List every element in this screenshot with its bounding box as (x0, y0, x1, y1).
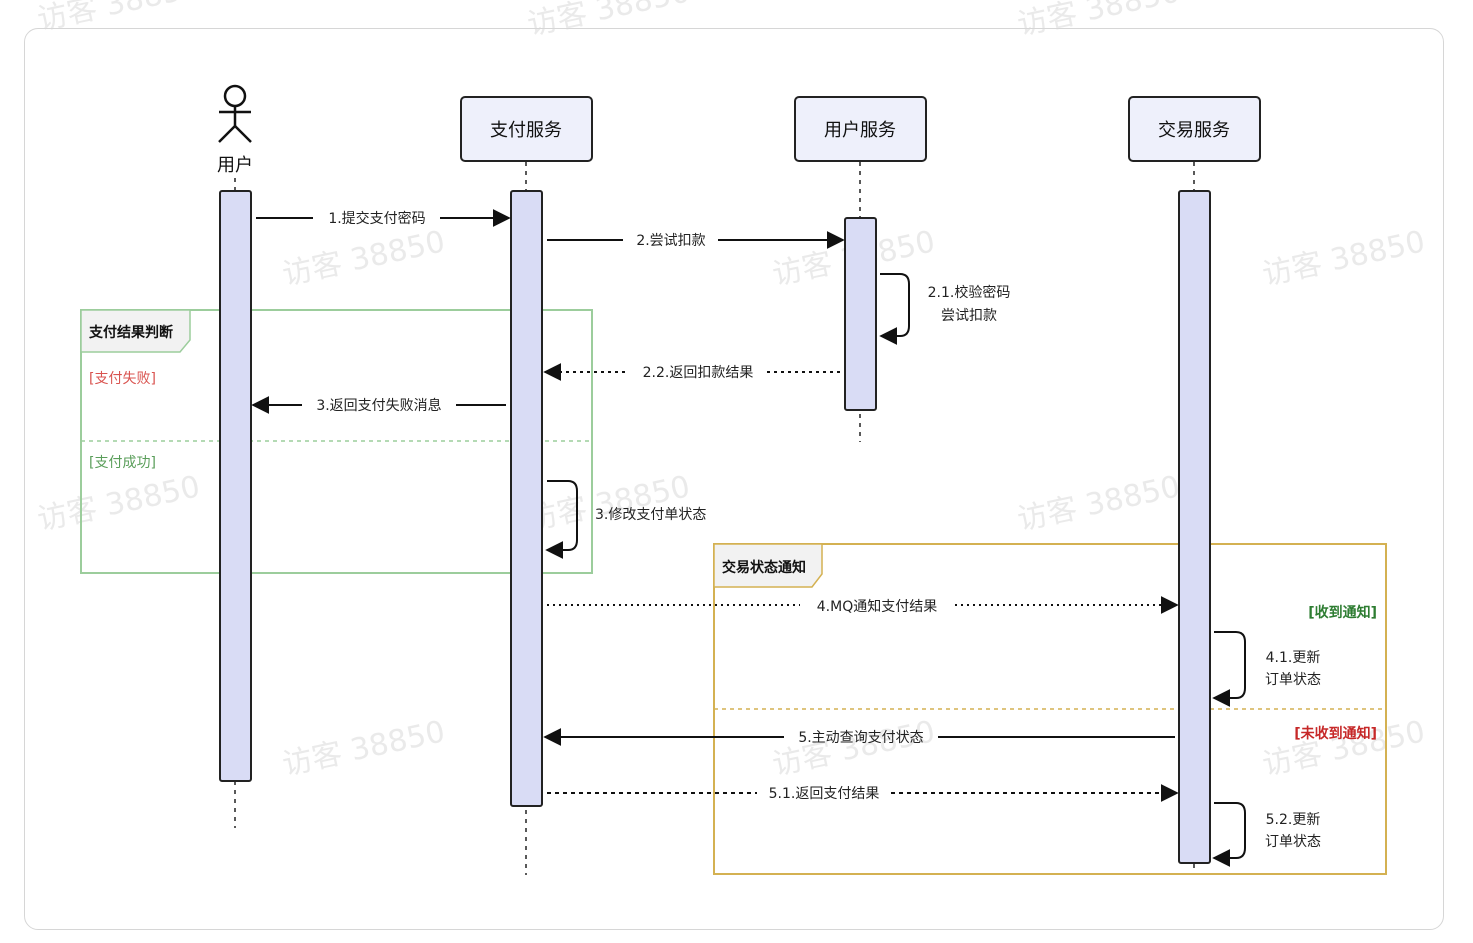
activation-pay (510, 190, 543, 807)
label-m41b: 订单状态 (1265, 672, 1321, 688)
condition-not-received: [未收到通知] (1294, 725, 1377, 742)
participant-trade-label: 交易服务 (1158, 120, 1230, 141)
actor-user (218, 84, 252, 143)
watermark: 访客 38850 (524, 469, 693, 538)
frame-title-trade-notify: 交易状态通知 (722, 559, 806, 576)
participant-trade: 交易服务 (1128, 96, 1261, 162)
label-m21b: 尝试扣款 (941, 308, 997, 324)
activations (219, 190, 1211, 864)
condition-received: [收到通知] (1308, 604, 1377, 621)
frame-pay-result: 支付结果判断 [支付失败] [支付成功] (80, 309, 593, 574)
arrow-m41-self (1212, 631, 1246, 707)
watermark: 访客 38850 (279, 224, 448, 293)
label-m22: 2.2.返回扣款结果 (643, 365, 754, 381)
arrow-m3-self (545, 480, 578, 559)
participant-pay-label: 支付服务 (490, 120, 562, 141)
watermark: 访客 38850 (769, 714, 938, 783)
message-labels: 1.提交支付密码 2.尝试扣款 2.1.校验密码 尝试扣款 2.2.返回扣款结果… (316, 210, 1321, 850)
participant-pay: 支付服务 (460, 96, 593, 162)
arrow-m21-self (879, 273, 910, 345)
label-m51: 5.1.返回支付结果 (769, 786, 880, 802)
actor-head (223, 84, 247, 108)
activation-trade (1178, 190, 1211, 864)
participant-user-label: 用户 (217, 155, 253, 176)
label-m52a: 5.2.更新 (1266, 812, 1321, 828)
watermark: 访客 38850 (279, 714, 448, 783)
frame-trade-notify: 交易状态通知 [收到通知] [未收到通知] (713, 543, 1387, 875)
watermark: 访客 38850 (524, 0, 693, 43)
arrow-m52-self (1212, 802, 1246, 867)
messages (251, 209, 1246, 867)
watermark: 访客 38850 (1259, 224, 1428, 293)
label-m1: 1.提交支付密码 (328, 210, 425, 227)
watermark: 访客 38850 (1014, 469, 1183, 538)
label-m5: 5.主动查询支付状态 (798, 730, 923, 746)
frame-title-pay-result: 支付结果判断 (88, 324, 173, 341)
label-m41a: 4.1.更新 (1266, 650, 1321, 666)
activation-user (219, 190, 252, 782)
label-m3: 3.修改支付单状态 (595, 507, 706, 523)
label-m21a: 2.1.校验密码 (928, 284, 1011, 301)
watermark: 访客 38850 (1259, 714, 1428, 783)
condition-pay-fail: [支付失败] (89, 371, 156, 387)
condition-pay-ok: [支付成功] (89, 455, 156, 471)
participant-usersvc: 用户服务 (794, 96, 927, 162)
label-m52b: 订单状态 (1265, 834, 1321, 850)
label-m4: 4.MQ通知支付结果 (817, 598, 937, 615)
label-m2: 2.尝试扣款 (636, 233, 705, 249)
label-m3fail: 3.返回支付失败消息 (316, 397, 441, 414)
watermark: 访客 38850 (34, 0, 203, 38)
watermark: 访客 38850 (34, 469, 203, 538)
watermark: 访客 38850 (1014, 0, 1183, 43)
activation-usersvc (844, 217, 877, 411)
participant-usersvc-label: 用户服务 (824, 120, 896, 141)
